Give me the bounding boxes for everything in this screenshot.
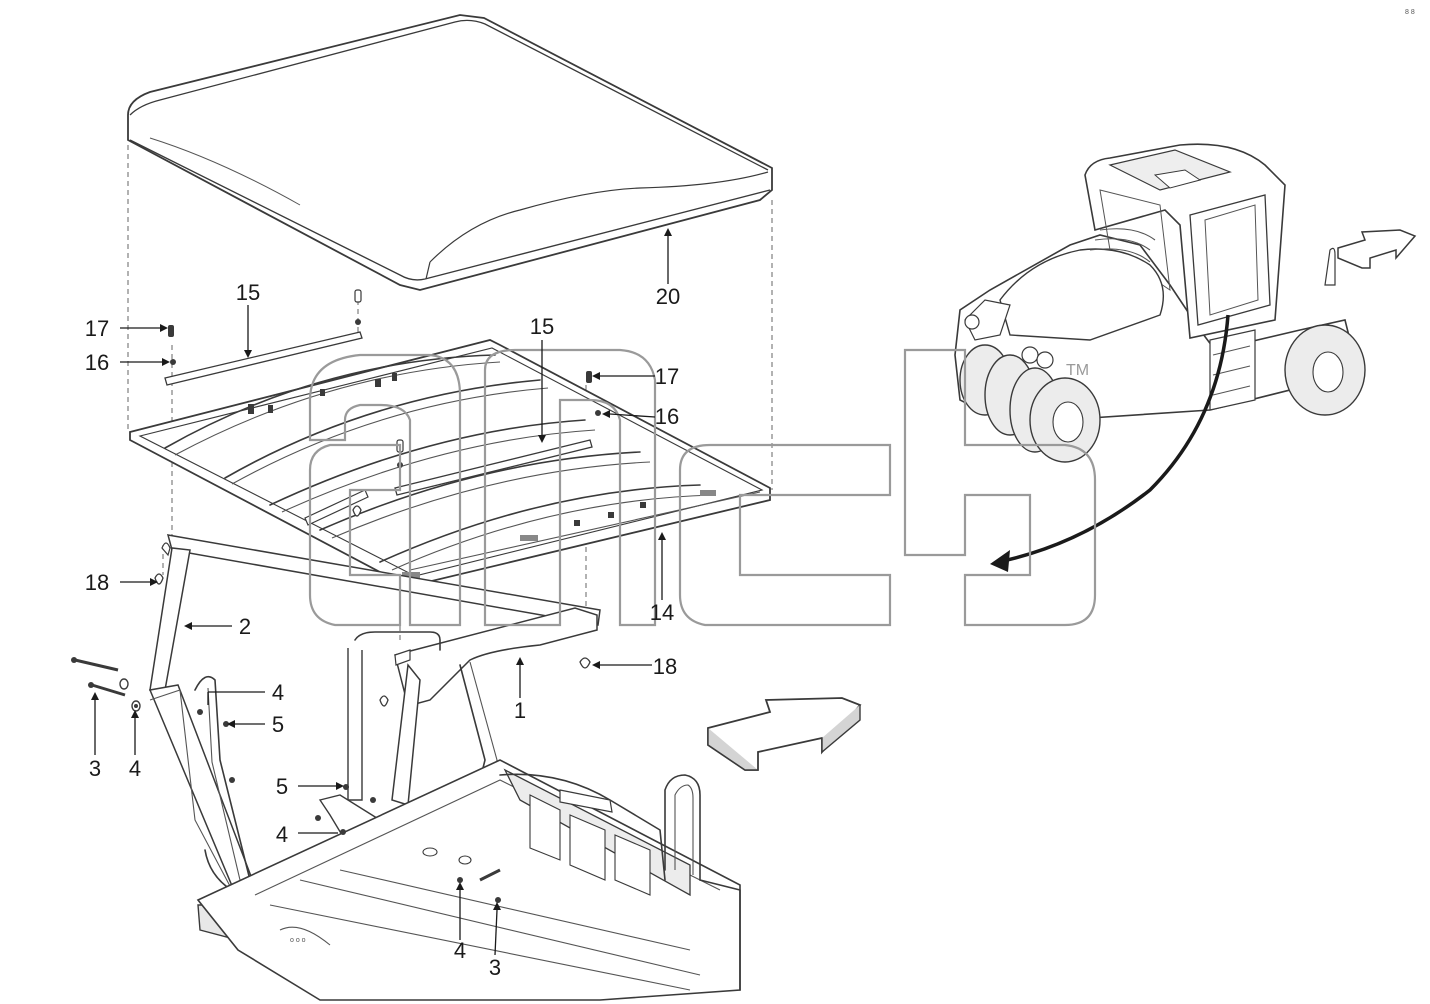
callout-1: 1 [514,698,526,723]
watermark-logo: TM [308,348,1097,627]
hardware-bolts-washers [71,657,501,903]
callout-2: 2 [239,614,251,639]
leader-lines [91,228,672,956]
cover-strips [164,331,593,526]
callout-4-upper: 4 [272,680,284,705]
svg-text:o o o: o o o [290,937,306,944]
callout-4-left: 4 [129,756,141,781]
callout-20: 20 [656,284,680,309]
callout-18-right: 18 [653,654,677,679]
roof-frame [129,339,771,586]
callout-5-lower: 5 [276,774,288,799]
callout-16-left: 16 [85,350,109,375]
cab-platform: o o o [196,759,741,1001]
corner-mark: 8 8 [1405,9,1415,16]
callout-labels: 17 16 15 15 17 16 20 14 18 18 2 1 4 5 3 … [85,280,680,980]
roof-canopy [127,14,773,291]
callout-3-left: 3 [89,756,101,781]
view-direction-arrow [707,697,862,771]
callout-15-left: 15 [236,280,260,305]
watermark-tm: TM [1066,362,1089,379]
callout-4-lower: 4 [454,938,466,963]
fasteners-top [168,289,601,517]
callout-18-left: 18 [85,570,109,595]
callout-5-upper: 5 [272,712,284,737]
callout-4-middle: 4 [276,822,288,847]
detail-pointer-arrow [990,314,1230,572]
callout-17-right: 17 [655,364,679,389]
callout-3-lower: 3 [489,955,501,980]
roller-machine-overview [954,143,1366,463]
callout-14: 14 [650,600,674,625]
view-direction-arrow-small [1337,229,1417,269]
callout-17-left: 17 [85,316,109,341]
callout-15-right: 15 [530,314,554,339]
left-post-assembly [148,534,601,941]
callout-16-right: 16 [655,404,679,429]
